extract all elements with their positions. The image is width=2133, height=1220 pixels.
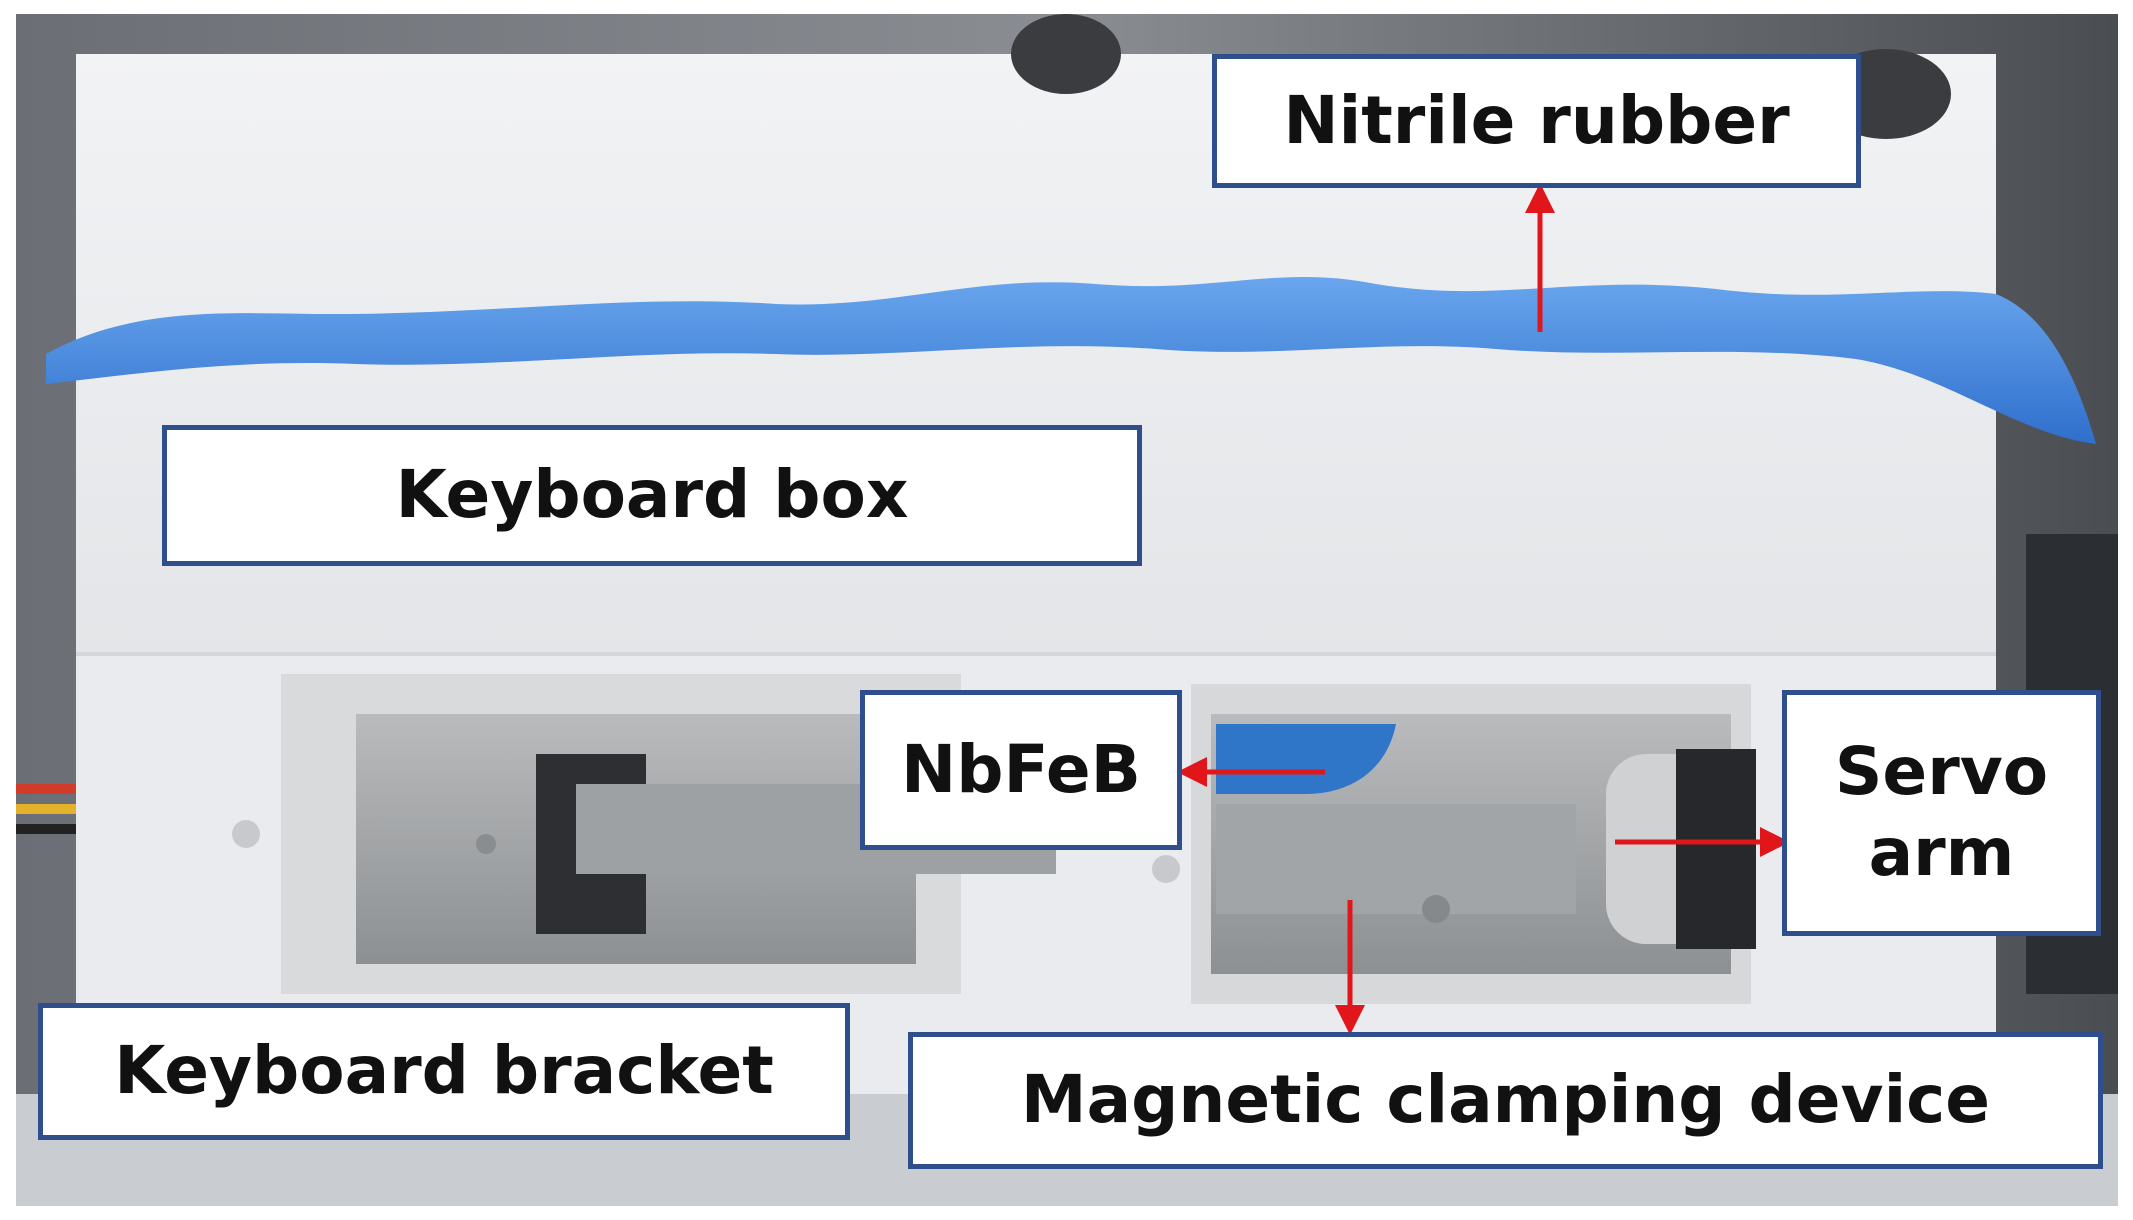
label-magnetic-clamping-device: Magnetic clamping device (908, 1032, 2103, 1169)
label-keyboard-bracket: Keyboard bracket (38, 1003, 850, 1140)
label-keyboard-box-text: Keyboard box (395, 456, 909, 534)
label-nitrile-rubber-text: Nitrile rubber (1283, 81, 1790, 159)
label-nitrile-rubber: Nitrile rubber (1212, 54, 1861, 188)
label-nbfeb-text: NbFeB (901, 730, 1141, 808)
middle-hole (1152, 855, 1180, 883)
left-hole (232, 820, 260, 848)
label-nbfeb: NbFeB (860, 690, 1182, 850)
servo-body-dark (1676, 749, 1756, 949)
label-servo-arm-line1: Servo (1834, 733, 2049, 811)
nbfeb-magnet (1216, 724, 1396, 794)
cable-red (16, 784, 86, 794)
cable-yellow (16, 804, 86, 814)
label-servo-arm-line2: arm (1868, 814, 2015, 891)
cable-black (16, 824, 86, 834)
label-magnetic-clamping-device-text: Magnetic clamping device (1020, 1061, 1991, 1139)
nitrile-rubber-strip (46, 276, 2096, 444)
label-keyboard-bracket-text: Keyboard bracket (114, 1032, 774, 1110)
screw-left (1011, 14, 1121, 94)
label-keyboard-box: Keyboard box (162, 425, 1142, 566)
clamp-arm (1216, 804, 1576, 914)
label-servo-arm: Servo arm (1782, 690, 2101, 936)
